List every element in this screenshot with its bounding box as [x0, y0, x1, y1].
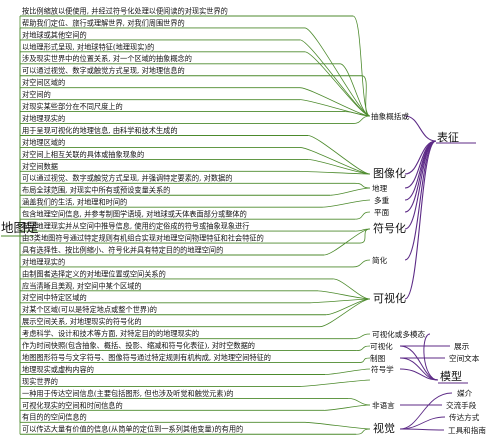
branch-tools-guide: 工具和指南: [448, 425, 486, 435]
connector-curve: [352, 259, 371, 268]
definition-line: 考虑科学、设计和技术等方面, 对特定目的的地理现实的: [22, 329, 199, 338]
connector-lines: [1, 15, 476, 435]
connector-curve: [299, 39, 371, 117]
definition-line: 现实世界的: [22, 377, 58, 386]
representation-connector: [404, 140, 437, 201]
connector-curve: [309, 298, 371, 304]
branch-visual: 视觉: [373, 421, 395, 435]
connector-curve: [354, 182, 371, 189]
connector-curve: [304, 421, 371, 430]
connector-curve: [352, 333, 371, 340]
branch-representation: 表征: [437, 130, 459, 144]
definition-line: 用于呈现可视化的地理信息, 由科学和技术生成的: [22, 126, 178, 135]
representation-connector: [404, 140, 437, 261]
branch-visualization: 可视化: [373, 291, 406, 305]
branch-spatial-text: 空间文本: [449, 353, 480, 363]
definition-line: 对空间的: [22, 90, 51, 99]
branch-symbology: 符号学: [371, 364, 394, 374]
branch-visualization-group: 图像化: [373, 166, 406, 180]
branch-cartographic-design: 制图: [370, 353, 385, 363]
definition-line: 帮助我们定位、旅行或理解世界, 对我们周围世界的: [22, 18, 185, 27]
branch-model: 模型: [440, 369, 462, 383]
connector-curve: [321, 199, 371, 208]
definition-line: 对地球或其他空间的: [22, 30, 87, 39]
branch-communication-method: 传达方式: [449, 412, 480, 422]
definition-line: 对空间中特定区域的: [22, 293, 87, 302]
connector-curve: [304, 51, 371, 117]
connector-curve: [352, 15, 371, 117]
definition-line: 地理现实或虚构内容的: [22, 365, 94, 374]
connector-curve: [399, 392, 453, 430]
representation-connector: [404, 140, 437, 300]
model-connector: [423, 333, 439, 381]
definition-line: 对空间上相互关联的具体或抽象现象的: [22, 150, 144, 159]
branch-medium: 媒介: [457, 389, 473, 398]
definition-line: 以地理形式呈现, 对地球特征(地理现实)的: [22, 42, 154, 51]
connector-curve: [332, 278, 371, 300]
model-connector: [399, 368, 439, 381]
definition-line: 涉及现实世界中的位置关系, 对一个区域的抽象概念的: [22, 54, 192, 63]
connector-curve: [323, 404, 371, 411]
connector-curve: [355, 428, 371, 435]
connector-curve: [324, 368, 371, 375]
definition-line: 作为时间快照(包含抽象、概括、投影、缩减和符号化表征), 对时空数据的: [22, 341, 255, 350]
definition-line: 由3类地图符号通过特定规则有机组合实现对地理空间物理特征和社会特征的: [22, 233, 264, 242]
definition-line: 对某个区域(可以是特定地点或整个世界)的: [22, 305, 157, 314]
definition-line: 具有选择性、按比例缩小、符号化并具有特定目的的地理空间的: [22, 245, 223, 254]
branch-abstract: 抽象概括或: [371, 111, 409, 121]
definition-line: 包含地理空间信息, 并参考制图学语境, 对地球或天体表面部分或整体的: [22, 210, 247, 219]
branch-multiple: 多重: [374, 195, 390, 205]
connector-curve: [361, 75, 371, 117]
definition-line: 对空间数据: [22, 162, 58, 171]
connector-curve: [329, 187, 371, 196]
definition-line: 布局全球范围, 对现实中所有或预设变量关系的: [22, 186, 170, 195]
connector-curve: [319, 298, 371, 328]
definition-line: 可以通过视觉、数字或触觉方式呈现, 对地理信息的: [22, 66, 185, 75]
connector-curve: [323, 228, 371, 256]
definition-line: 应当清晰且美观, 对空间中某个区域的: [22, 281, 142, 290]
model-connector: [399, 345, 439, 381]
branch-display: 展示: [454, 342, 470, 351]
definition-line: 一种用于传达空间信息(主要包括图形, 但也涉及听觉和触觉元素)的: [22, 389, 233, 398]
branch-nonverbal: 非语言: [372, 400, 395, 410]
branch-symbolization: 符号化: [373, 221, 406, 235]
branch-simplification: 简化: [372, 255, 388, 265]
connector-curve: [299, 170, 371, 175]
definition-line: 涵盖我们的生活, 对地理和时间的: [22, 198, 127, 207]
definition-line: 可以传达大量有价值的信息(从简单的定位到一系列其他变量)的有用的: [22, 425, 243, 434]
definition-line: 对地理现实的: [22, 257, 65, 266]
connector-curve: [352, 115, 371, 124]
branch-geography: 地理: [372, 183, 388, 193]
mind-map-labels: 地图是 表征 抽象概括或 图像化 地理 多重 平面 符号化 简化 可视化 可视化…: [1, 6, 486, 435]
definition-line: 对空间区域的: [22, 78, 65, 87]
definition-line: 展示空间关系, 对地理现实的符号化的: [22, 317, 142, 326]
connector-curve: [399, 428, 445, 431]
branch-visualization-or-multimodal: 可视化或多模态: [372, 329, 426, 339]
definition-line: 对地理区域的: [22, 138, 65, 147]
representation-connector: [404, 115, 437, 142]
definition-line: 对地理现实的: [22, 114, 65, 123]
connector-curve: [357, 357, 371, 363]
definition-line: 由制图者选择定义的对地理位置或空间关系的: [22, 269, 166, 278]
definition-line: 有目的的空间信息的: [22, 413, 87, 422]
definition-line: 可视化现实的空间和时间信息的: [22, 401, 123, 410]
branch-communication-means: 交流手段: [446, 400, 477, 410]
connector-curve: [359, 228, 371, 244]
branch-plane: 平面: [374, 208, 390, 217]
connector-curve: [299, 379, 371, 387]
connector-curve: [307, 135, 371, 175]
branch-visualization-2: 可视化: [370, 341, 393, 351]
connector-curve: [317, 290, 371, 300]
definition-line: 可以通过视觉、数字或触觉方式呈现, 并强调特定要素的, 对数据的: [22, 174, 232, 183]
connector-curve: [354, 211, 371, 220]
connector-curve: [347, 398, 371, 406]
definition-line: 地图图形符号与文字符号、图像符号通过特定规则有机构成, 对地理空间特征的: [22, 353, 271, 362]
definition-line: 对现实某些部分在不同尺度上的: [22, 102, 123, 111]
root-node: 地图是: [1, 220, 39, 235]
definition-line: 按比例缩放以便使用, 并经过符号化处理以便阅读的对现实世界的: [22, 6, 228, 15]
connector-curve: [355, 345, 371, 351]
definition-line: 描述地理现实并从空间中推导信息, 使用约定俗成的符号或抽象现象进行: [22, 222, 249, 231]
